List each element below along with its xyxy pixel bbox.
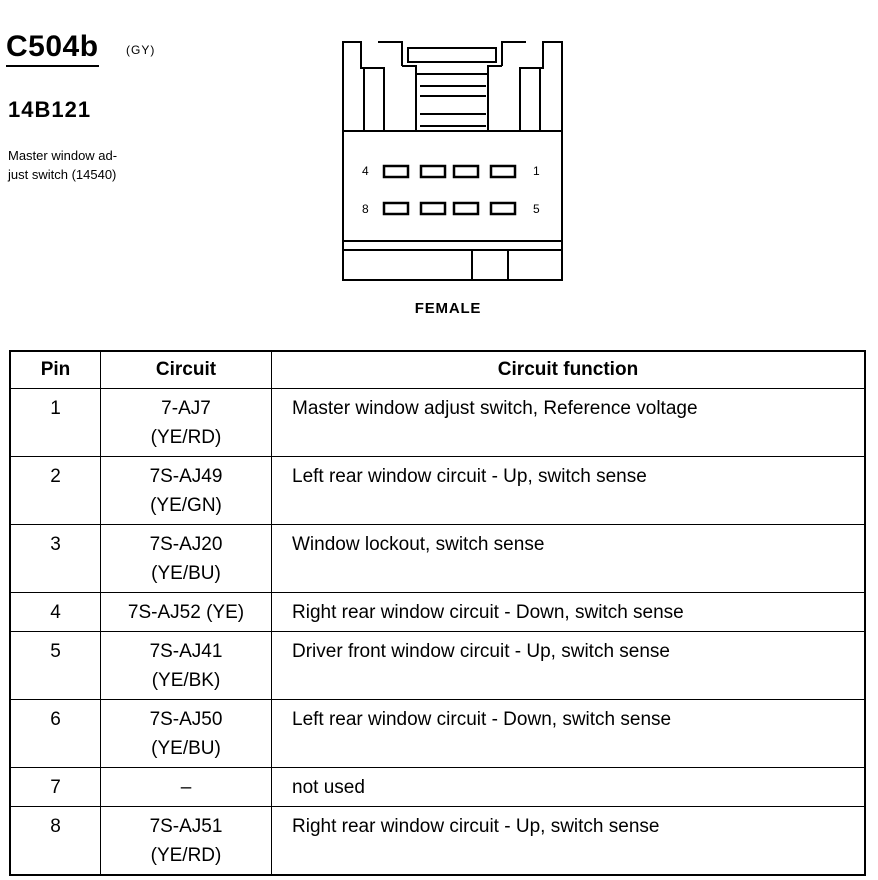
- table-row: 1 7-AJ7 (YE/RD) Master window adjust swi…: [9, 388, 866, 457]
- pin-cell: 5: [9, 631, 101, 700]
- latch-bars: [407, 47, 497, 127]
- function-cell: Master window adjust switch, Reference v…: [271, 388, 866, 457]
- connector-gender-label: FEMALE: [414, 300, 482, 317]
- circuit-cell: 7-AJ7 (YE/RD): [100, 388, 272, 457]
- function-cell: Left rear window circuit - Up, switch se…: [271, 456, 866, 525]
- skirt: [343, 240, 562, 280]
- function-cell: not used: [271, 767, 866, 807]
- circuit-cell: 7S-AJ50 (YE/BU): [100, 699, 272, 768]
- circuit-cell: 7S-AJ49 (YE/GN): [100, 456, 272, 525]
- latch-housing: [342, 41, 563, 131]
- wire-color: (YE/BU): [151, 563, 221, 584]
- description-line: just switch (14540): [8, 167, 117, 182]
- table-row: 5 7S-AJ41 (YE/BK) Driver front window ci…: [9, 631, 866, 700]
- connector-face-diagram: 4 1 8 5: [342, 41, 563, 281]
- column-header-pin: Pin: [9, 350, 101, 389]
- pin-label-bottom-right: 5: [533, 202, 540, 216]
- wire-color: (YE/BU): [151, 738, 221, 759]
- pin-cavity: [419, 164, 447, 179]
- wire-color: (YE/GN): [150, 495, 222, 516]
- circuit-cell: 7S-AJ52 (YE): [100, 592, 272, 632]
- function-cell: Left rear window circuit - Down, switch …: [271, 699, 866, 768]
- circuit-number: –: [180, 777, 192, 798]
- function-cell: Right rear window circuit - Up, switch s…: [271, 806, 866, 876]
- circuit-cell: 7S-AJ41 (YE/BK): [100, 631, 272, 700]
- latch-inner: [364, 67, 540, 131]
- pin-cell: 4: [9, 592, 101, 632]
- pin-cell: 7: [9, 767, 101, 807]
- pin-cavity: [382, 201, 410, 216]
- function-cell: Window lockout, switch sense: [271, 524, 866, 593]
- pin-cell: 6: [9, 699, 101, 768]
- circuit-number: 7S-AJ50: [149, 709, 223, 730]
- pin-cell: 2: [9, 456, 101, 525]
- circuit-number: 7S-AJ52 (YE): [127, 602, 245, 623]
- circuit-number: 7-AJ7: [161, 398, 211, 419]
- part-number: 14B121: [8, 97, 92, 122]
- pin-label-top-right: 1: [533, 164, 540, 178]
- circuit-number: 7S-AJ20: [149, 534, 223, 555]
- wire-color: (YE/RD): [150, 845, 222, 866]
- circuit-number: 7S-AJ51: [149, 816, 223, 837]
- connector-id: C504b: [6, 30, 99, 67]
- pin-cell: 1: [9, 388, 101, 457]
- circuit-cell: 7S-AJ51 (YE/RD): [100, 806, 272, 876]
- table-row: 6 7S-AJ50 (YE/BU) Left rear window circu…: [9, 699, 866, 768]
- pinout-table: Pin Circuit Circuit function 1 7-AJ7 (YE…: [9, 350, 866, 876]
- pin-label-top-left: 4: [362, 164, 369, 178]
- pin-cell: 3: [9, 524, 101, 593]
- column-header-circuit: Circuit: [100, 350, 272, 389]
- table-row: 4 7S-AJ52 (YE) Right rear window circuit…: [9, 592, 866, 632]
- table-row: 8 7S-AJ51 (YE/RD) Right rear window circ…: [9, 806, 866, 876]
- latch-frame: [378, 41, 526, 131]
- circuit-cell: –: [100, 767, 272, 807]
- function-cell: Driver front window circuit - Up, switch…: [271, 631, 866, 700]
- table-header-row: Pin Circuit Circuit function: [9, 350, 866, 389]
- pin-cavity: [489, 164, 517, 179]
- color-code: (GY): [126, 43, 156, 57]
- pin-cavity: [489, 201, 517, 216]
- circuit-number: 7S-AJ41: [149, 641, 223, 662]
- pin-cavity: [419, 201, 447, 216]
- pin-cavity: [452, 201, 480, 216]
- function-cell: Right rear window circuit - Down, switch…: [271, 592, 866, 632]
- wire-color: (YE/BK): [151, 670, 221, 691]
- table-row: 3 7S-AJ20 (YE/BU) Window lockout, switch…: [9, 524, 866, 593]
- column-header-function: Circuit function: [271, 350, 866, 389]
- connector-outline: [342, 130, 563, 281]
- circuit-number: 7S-AJ49: [149, 466, 223, 487]
- pin-cavity: [382, 164, 410, 179]
- table-row: 2 7S-AJ49 (YE/GN) Left rear window circu…: [9, 456, 866, 525]
- wire-color: (YE/RD): [150, 427, 222, 448]
- pin-cavity: [452, 164, 480, 179]
- pin-cell: 8: [9, 806, 101, 876]
- pin-label-bottom-left: 8: [362, 202, 369, 216]
- table-row: 7 – not used: [9, 767, 866, 807]
- circuit-cell: 7S-AJ20 (YE/BU): [100, 524, 272, 593]
- connector-description: Master window ad- just switch (14540): [8, 146, 168, 184]
- pin-cavities: [382, 164, 517, 216]
- description-line: Master window ad-: [8, 148, 118, 163]
